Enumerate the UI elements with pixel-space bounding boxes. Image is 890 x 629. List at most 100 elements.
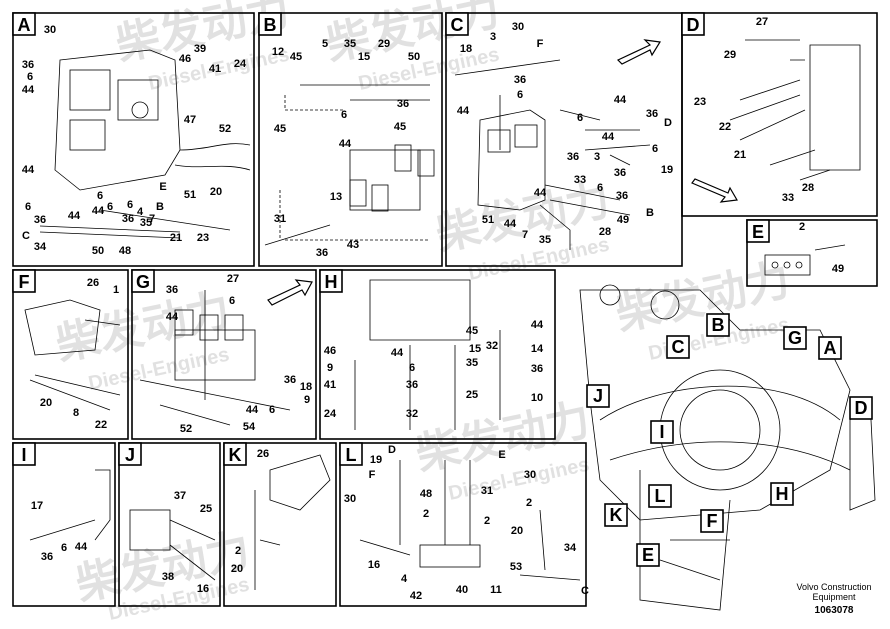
panel-label-box — [319, 269, 343, 293]
callout: 37 — [174, 490, 186, 502]
overview-label: B — [712, 315, 725, 335]
callout: 44 — [92, 205, 105, 217]
callout: 31 — [481, 485, 493, 497]
callout: 46 — [179, 53, 191, 65]
overview-label: F — [707, 511, 718, 531]
callout: 2 — [484, 515, 490, 527]
panel-label-box — [445, 12, 469, 36]
callout: 6 — [61, 542, 67, 554]
overview-label-box — [706, 313, 730, 337]
callout: F — [369, 469, 376, 481]
overview-label-box — [849, 396, 873, 420]
callout: 47 — [184, 114, 196, 126]
callout: 23 — [197, 232, 209, 244]
callout: 52 — [219, 123, 231, 135]
callout: E — [159, 181, 166, 193]
callout: 38 — [162, 571, 174, 583]
callout: 36 — [316, 247, 328, 259]
callout: 44 — [602, 131, 615, 143]
panel-label: B — [264, 15, 277, 35]
panel-label-box — [12, 12, 36, 36]
callout: 21 — [734, 149, 746, 161]
callout: 9 — [304, 394, 310, 406]
callout: E — [498, 449, 505, 461]
panel-label-box — [118, 442, 142, 466]
callout: 44 — [22, 164, 35, 176]
callout: C — [22, 230, 30, 242]
callout: 44 — [531, 319, 544, 331]
callout: 5 — [322, 38, 328, 50]
callout: 20 — [231, 563, 243, 575]
overview-label-box — [770, 482, 794, 506]
callout: 15 — [469, 343, 481, 355]
callout: 35 — [539, 234, 551, 246]
callout: 18 — [460, 43, 472, 55]
callout: 19 — [370, 454, 382, 466]
watermark: 柴发动力 Diesel-Engines 柴发动力 Diesel-Engines … — [52, 0, 794, 625]
callout: 36 — [34, 214, 46, 226]
callout: 22 — [95, 419, 107, 431]
callout: 6 — [269, 404, 275, 416]
callout: 30 — [44, 24, 56, 36]
callout: 32 — [486, 340, 498, 352]
callout: 54 — [243, 421, 256, 433]
panel-label-box — [12, 442, 36, 466]
overview-label-box — [636, 543, 660, 567]
callout: 36 — [614, 167, 626, 179]
callout: 32 — [406, 408, 418, 420]
callout: 33 — [574, 174, 586, 186]
callout: 51 — [184, 189, 196, 201]
overview-label-box — [586, 384, 610, 408]
callout: 50 — [92, 245, 104, 257]
callout: 29 — [378, 38, 390, 50]
callout: 28 — [802, 182, 814, 194]
callout: 36 — [514, 74, 526, 86]
callout: 44 — [339, 138, 352, 150]
callout: 44 — [504, 218, 517, 230]
callout: 3 — [594, 151, 600, 163]
callout: 11 — [490, 584, 502, 596]
overview-label: D — [855, 398, 868, 418]
callout: 1 — [113, 284, 119, 296]
callout: 15 — [358, 51, 370, 63]
footer-number: 1063078 — [815, 605, 854, 616]
callout: 44 — [534, 187, 547, 199]
callout: 44 — [22, 84, 35, 96]
callout: 45 — [274, 123, 286, 135]
callout: 29 — [724, 49, 736, 61]
callout: 6 — [97, 190, 103, 202]
callout: 44 — [457, 105, 470, 117]
callout: 30 — [512, 21, 524, 33]
overview-label: A — [824, 338, 837, 358]
callout: 44 — [166, 311, 179, 323]
callout: 42 — [410, 590, 422, 602]
panel-label-box — [12, 269, 36, 293]
callout: 6 — [107, 201, 113, 213]
overview-label-box — [650, 420, 674, 444]
callout: 2 — [235, 545, 241, 557]
callout: 4 — [401, 573, 408, 585]
panel-label-box — [223, 442, 247, 466]
panel-label: E — [752, 222, 764, 242]
callout: 48 — [119, 245, 131, 257]
panel-label: J — [125, 445, 135, 465]
callout: 19 — [661, 164, 673, 176]
panel-label-box — [339, 442, 363, 466]
callout: 6 — [25, 201, 31, 213]
panel-label-box — [258, 12, 282, 36]
panel-label-box — [681, 12, 705, 36]
callout: 35 — [466, 357, 478, 369]
callout: 27 — [756, 16, 768, 28]
callout: 51 — [482, 214, 494, 226]
callout: 28 — [599, 226, 611, 238]
callout: 6 — [597, 182, 603, 194]
callout: 2 — [423, 508, 429, 520]
callout: 6 — [229, 295, 235, 307]
